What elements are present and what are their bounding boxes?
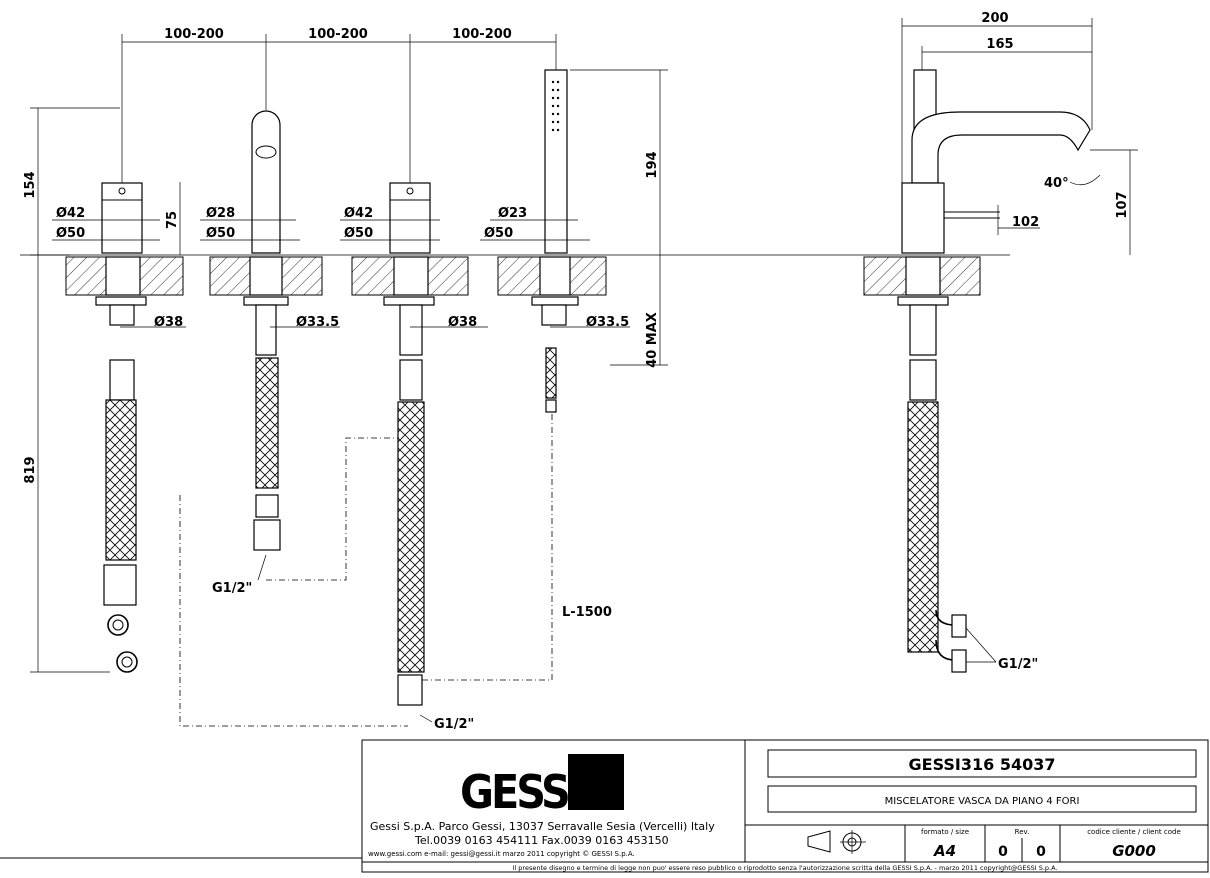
logo-square xyxy=(568,754,624,810)
unit4-dia-top: Ø23 xyxy=(498,206,527,221)
side-200-label: 200 xyxy=(981,11,1008,26)
unit3-dia-base: Ø50 xyxy=(344,226,373,241)
rev-value-1: 0 xyxy=(998,844,1008,860)
side-thread-label: G1/2" xyxy=(998,657,1038,672)
legal-notice: Il presente disegno e termine di legge n… xyxy=(513,864,1058,872)
unit-4-handshower: Ø23 Ø50 Ø33.5 L-1500 194 40 MAX xyxy=(422,69,668,681)
height-154-label: 154 xyxy=(23,171,38,198)
unit1-dia-under: Ø38 xyxy=(154,315,183,330)
unit3-thread-label: G1/2" xyxy=(434,717,474,732)
company-phone: Tel.0039 0163 454111 Fax.0039 0163 45315… xyxy=(414,834,669,847)
height-194-label: 194 xyxy=(645,151,660,178)
left-vertical-dimensions: 154 819 75 xyxy=(23,107,181,673)
unit2-dia-under: Ø33.5 xyxy=(296,315,339,330)
unit3-dia-top: Ø42 xyxy=(344,206,373,221)
company-address: Gessi S.p.A. Parco Gessi, 13037 Serraval… xyxy=(370,820,715,833)
format-label: formato / size xyxy=(921,828,969,836)
height-819-label: 819 xyxy=(23,456,38,483)
unit1-dia-base: Ø50 xyxy=(56,226,85,241)
format-value: A4 xyxy=(933,842,956,860)
gessi-logo: GESSI xyxy=(460,754,624,819)
spacing-label-2: 100-200 xyxy=(308,27,368,42)
unit-2-spout: Ø28 Ø50 Ø33.5 G1/2" xyxy=(200,110,398,596)
side-102-label: 102 xyxy=(1012,215,1039,230)
product-description: MISCELATORE VASCA DA PIANO 4 FORI xyxy=(885,796,1080,807)
side-view: 200 165 102 107 40° G1/2" xyxy=(863,11,1138,673)
unit2-thread-label: G1/2" xyxy=(212,581,252,596)
height-75-label: 75 xyxy=(165,211,180,229)
spacing-label-3: 100-200 xyxy=(452,27,512,42)
rev-label: Rev. xyxy=(1015,828,1030,836)
height-40max-label: 40 MAX xyxy=(645,312,660,368)
hose-length-label: L-1500 xyxy=(562,605,612,620)
unit-3-valve: Ø42 Ø50 Ø38 G1/2" xyxy=(179,182,488,732)
unit-1-valve: Ø42 Ø50 Ø38 xyxy=(52,182,186,673)
title-block: GESSI Gessi S.p.A. Parco Gessi, 13037 Se… xyxy=(0,739,1209,873)
rev-value-2: 0 xyxy=(1036,844,1046,860)
unit1-dia-top: Ø42 xyxy=(56,206,85,221)
spacing-label-1: 100-200 xyxy=(164,27,224,42)
top-dimension-chain: 100-200 100-200 100-200 xyxy=(121,27,557,190)
product-code: GESSI316 54037 xyxy=(909,755,1056,774)
company-web: www.gessi.com e-mail: gessi@gessi.it mar… xyxy=(368,850,635,858)
side-107-label: 107 xyxy=(1115,191,1130,218)
unit4-dia-under: Ø33.5 xyxy=(586,315,629,330)
client-code-label: codice cliente / client code xyxy=(1087,828,1181,836)
unit2-dia-base: Ø50 xyxy=(206,226,235,241)
side-165-label: 165 xyxy=(986,37,1013,52)
client-code-value: G000 xyxy=(1112,842,1156,860)
shower-nozzles xyxy=(551,80,560,132)
unit2-dia-top: Ø28 xyxy=(206,206,235,221)
unit4-dia-base: Ø50 xyxy=(484,226,513,241)
logo-text: GESSI xyxy=(460,765,580,819)
unit3-dia-under: Ø38 xyxy=(448,315,477,330)
angle-40-label: 40° xyxy=(1044,176,1069,191)
projection-symbol-icon xyxy=(807,830,866,854)
